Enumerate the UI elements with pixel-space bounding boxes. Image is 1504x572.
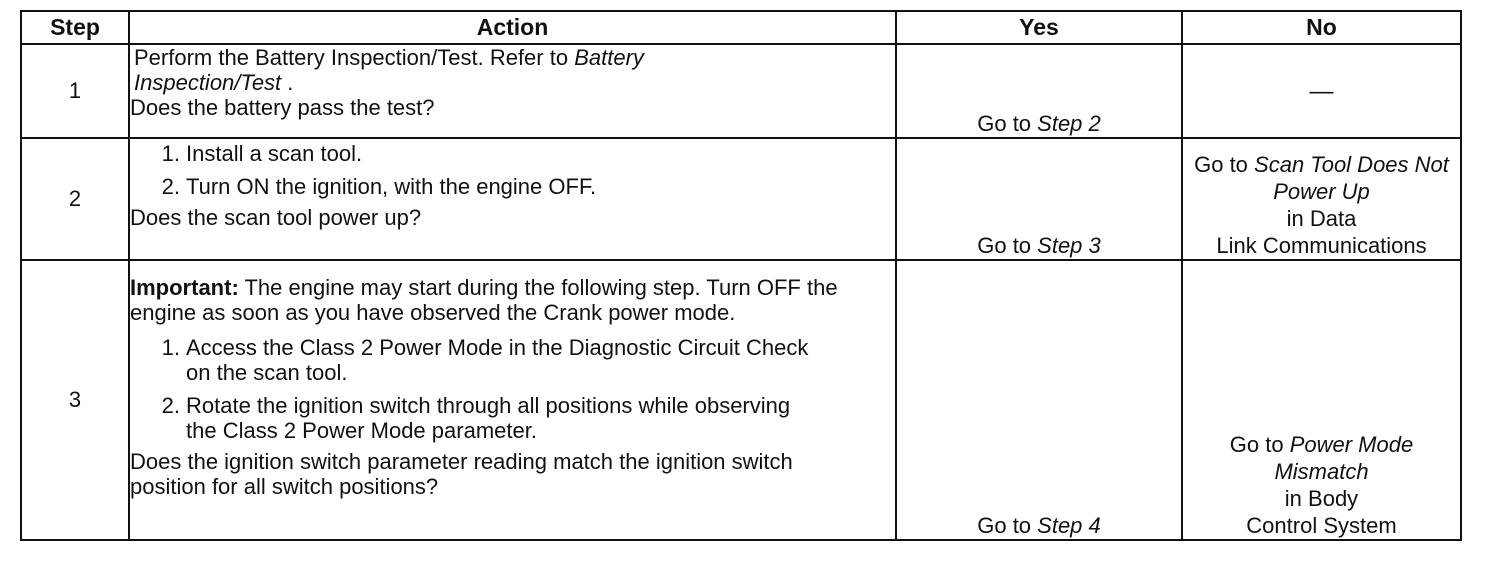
reference-link[interactable]: Battery Inspection/Test [134,45,644,95]
header-step: Step [20,10,130,45]
action-question: Does the battery pass the test? [130,95,435,120]
important-label: Important: [130,275,239,300]
no-goto-manual: Link Communications [1216,233,1427,258]
header-yes: Yes [895,10,1183,45]
action-question: Does the scan tool power up? [130,205,422,230]
substep-item: 1. Access the Class 2 Power Mode in the … [161,335,809,385]
action-cell: 1. Install a scan tool. 2. Turn ON the i… [128,137,897,261]
action-cell: Perform the Battery Inspection/Test. Ref… [128,43,897,139]
no-goto-link[interactable]: Power Mode Mismatch [1274,432,1414,484]
diagnostic-table: Step Action Yes No 1 Perform the Battery… [20,10,1462,541]
table-row: 2 1. Install a scan tool. 2. Turn ON the… [20,137,1462,261]
no-cell: Go to Power Mode Mismatch in Body Contro… [1181,259,1462,541]
yes-goto-link[interactable]: Step 4 [1037,513,1101,538]
no-goto: Go to Scan Tool Does Not Power Up [1194,152,1449,204]
important-note: Important: The engine may start during t… [130,275,838,325]
no-goto-section: in Body [1284,486,1359,511]
substep-list: 1. Access the Class 2 Power Mode in the … [130,335,895,443]
yes-cell: Go to Step 4 [895,259,1183,541]
no-goto-link[interactable]: Scan Tool Does Not Power Up [1254,152,1449,204]
yes-cell: Go to Step 3 [895,137,1183,261]
yes-goto-link[interactable]: Step 2 [1037,111,1101,136]
no-dash: — [1309,77,1334,105]
header-action: Action [128,10,897,45]
no-goto: Go to Power Mode Mismatch [1229,432,1414,484]
no-goto-section: in Data [1286,206,1357,231]
no-goto-manual: Control System [1246,513,1397,538]
table-row: 3 Important: The engine may start during… [20,259,1462,541]
substep-item: 1. Install a scan tool. [161,141,363,166]
header-no: No [1181,10,1462,45]
substep-item: 2. Rotate the ignition switch through al… [161,393,791,443]
no-cell: — [1181,43,1462,139]
step-number: 1 [20,43,130,139]
header-row: Step Action Yes No [20,10,1462,45]
no-cell: Go to Scan Tool Does Not Power Up in Dat… [1181,137,1462,261]
action-cell: Important: The engine may start during t… [128,259,897,541]
action-instruction: Perform the Battery Inspection/Test. Ref… [134,45,644,95]
step-number: 2 [20,137,130,261]
yes-cell: Go to Step 2 [895,43,1183,139]
action-question: Does the ignition switch parameter readi… [130,449,793,499]
substep-item: 2. Turn ON the ignition, with the engine… [161,174,597,199]
yes-goto-link[interactable]: Step 3 [1037,233,1101,258]
step-number: 3 [20,259,130,541]
substep-list: 1. Install a scan tool. 2. Turn ON the i… [130,141,895,199]
table-row: 1 Perform the Battery Inspection/Test. R… [20,43,1462,139]
